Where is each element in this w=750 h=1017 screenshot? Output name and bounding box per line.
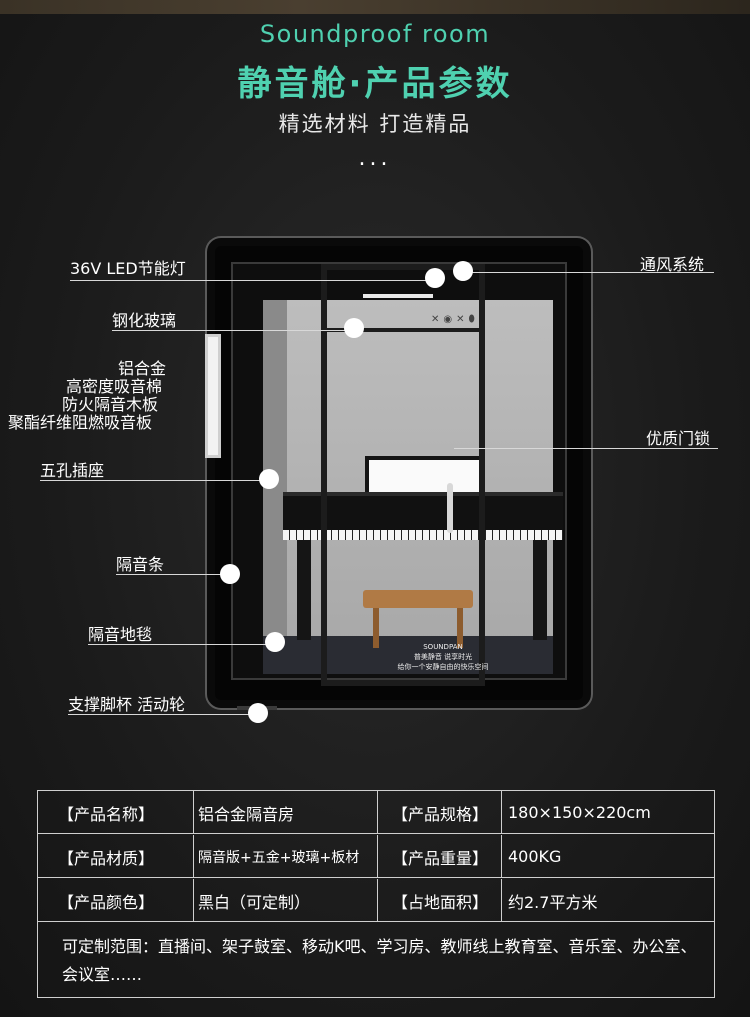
table-row: 【产品名称】 铝合金隔音房 【产品规格】 180×150×220cm: [38, 791, 714, 834]
piano-leg: [533, 540, 547, 640]
leader-line-casters: [68, 714, 250, 715]
bench-legs: [373, 608, 463, 648]
spec-key: 【产品名称】: [38, 791, 194, 834]
piano-keys: [283, 530, 563, 540]
spec-key: 【产品规格】: [378, 791, 502, 834]
spec-key: 【占地面积】: [378, 879, 502, 922]
piano-leg: [297, 540, 311, 640]
label-alloy: 铝合金: [118, 359, 167, 378]
label-fireboard: 防火隔音木板: [62, 395, 159, 414]
spec-value: 400KG: [508, 847, 562, 866]
piano-body: [283, 492, 563, 532]
booth-interior: ✕◉✕⬮ SOUNDPAN 普美静音 说享时光 给你一个安静自由的快乐空间: [231, 262, 567, 686]
leader-line-socket: [40, 480, 268, 481]
spec-value: 约2.7平方米: [508, 892, 598, 912]
table-row: 【产品颜色】 黑白（可定制） 【占地面积】 约2.7平方米: [38, 879, 714, 922]
label-seal: 隔音条: [116, 555, 165, 574]
leader-line-lock: [454, 448, 718, 449]
brand-logo: SOUNDPAN 普美静音 说享时光 给你一个安静自由的快乐空间: [383, 642, 503, 672]
brand-name: SOUNDPAN: [423, 643, 463, 651]
brand-slogan-2: 给你一个安静自由的快乐空间: [397, 663, 489, 671]
soundproof-booth-illustration: ✕◉✕⬮ SOUNDPAN 普美静音 说享时光 给你一个安静自由的快乐空间: [207, 238, 591, 708]
floor-carpet: [263, 636, 553, 674]
piano-bench: [363, 590, 473, 608]
spec-key: 【产品材质】: [38, 835, 194, 878]
label-cotton: 高密度吸音棉: [66, 377, 163, 396]
marker-dot-carpet: [265, 632, 285, 652]
customization-note: 可定制范围：直播间、架子鼓室、移动K吧、学习房、教师线上教育室、音乐室、办公室、…: [62, 937, 697, 984]
title-english: Soundproof room: [259, 20, 491, 48]
spec-table: 【产品名称】 铝合金隔音房 【产品规格】 180×150×220cm 【产品材质…: [37, 790, 715, 998]
leader-line-ventilation: [470, 272, 714, 273]
leader-line-glass: [112, 330, 352, 331]
spec-value: 180×150×220cm: [508, 803, 651, 822]
label-ventilation: 通风系统: [640, 255, 705, 274]
label-lock: 优质门锁: [646, 429, 711, 448]
marker-dot-casters: [248, 703, 268, 723]
side-light-panel: [205, 334, 221, 458]
spec-key: 【产品重量】: [378, 835, 502, 878]
top-decorative-strip: [0, 0, 750, 14]
led-light-icon: [363, 294, 433, 298]
marker-dot-ventilation: [453, 261, 473, 281]
marker-dot-socket: [259, 469, 279, 489]
label-casters: 支撑脚杯 活动轮: [68, 695, 186, 714]
label-socket: 五孔插座: [40, 461, 105, 480]
label-carpet: 隔音地毯: [88, 625, 153, 644]
glass-door: [321, 264, 485, 686]
leader-line-carpet: [88, 644, 266, 645]
spec-value: 铝合金隔音房: [194, 791, 378, 834]
table-row: 【产品材质】 隔音版+五金+玻璃+板材 【产品重量】 400KG: [38, 835, 714, 878]
spec-value: 黑白（可定制）: [194, 879, 378, 922]
control-panel-icons: ✕◉✕⬮: [431, 314, 479, 325]
marker-dot-seal: [220, 564, 240, 584]
label-polyester: 聚酯纤维阻燃吸音板: [8, 413, 153, 432]
brand-slogan-1: 普美静音 说享时光: [413, 653, 473, 661]
door-crossbar: [327, 328, 479, 332]
spec-value: 隔音版+五金+玻璃+板材: [194, 835, 378, 878]
marker-dot-led: [425, 268, 445, 288]
leader-line-seal: [116, 574, 226, 575]
marker-dot-glass: [344, 318, 364, 338]
title-chinese: 静音舱·产品参数: [237, 64, 513, 104]
leader-line-led: [70, 280, 435, 281]
label-glass: 钢化玻璃: [112, 311, 177, 330]
label-led: 36V LED节能灯: [70, 259, 186, 278]
ellipsis-divider: ...: [358, 146, 392, 171]
door-handle: [447, 483, 453, 533]
subtitle: 精选材料 打造精品: [278, 112, 472, 136]
spec-key: 【产品颜色】: [38, 879, 194, 922]
